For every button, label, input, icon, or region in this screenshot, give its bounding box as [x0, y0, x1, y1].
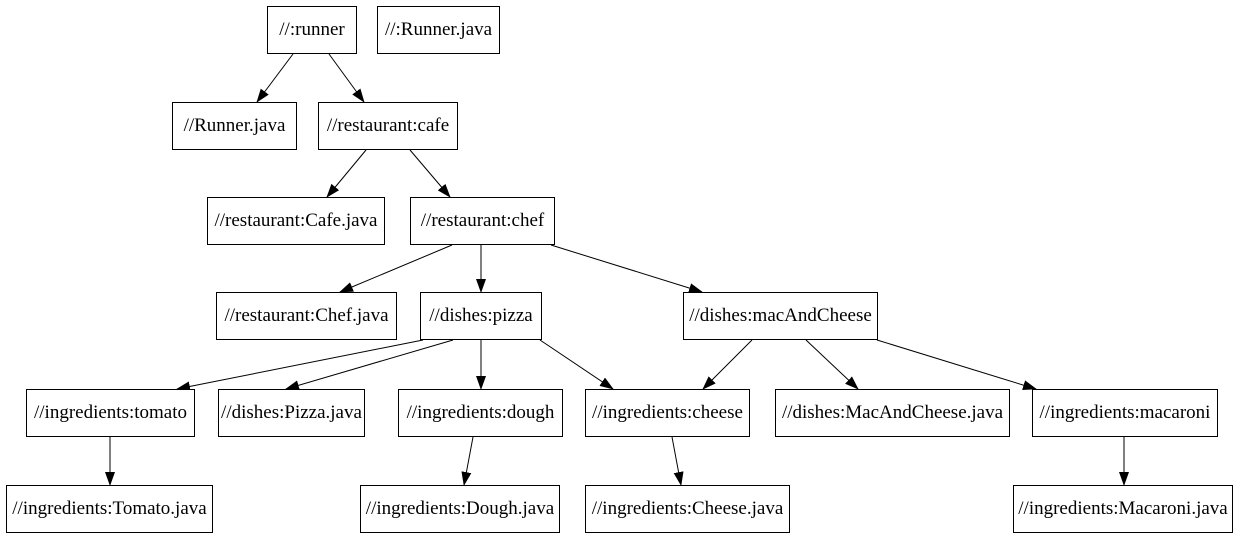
edge-chef-to-chef-java — [339, 244, 453, 293]
node-dishes-mac-and-cheese: //dishes:macAndCheese — [683, 292, 878, 340]
edge-cheese-to-cheese-java — [671, 436, 684, 486]
node-dishes-pizza-java: //dishes:Pizza.java — [218, 389, 365, 437]
node-ingredients-cheese-java: //ingredients:Cheese.java — [585, 485, 790, 533]
node-ingredients-tomato: //ingredients:tomato — [26, 389, 195, 437]
node-restaurant-cafe: //restaurant:cafe — [318, 102, 458, 150]
node-ingredients-cheese: //ingredients:cheese — [585, 389, 750, 437]
node-dishes-mac-and-cheese-java: //dishes:MacAndCheese.java — [775, 389, 1010, 437]
node-restaurant-cafe-java: //restaurant:Cafe.java — [207, 197, 385, 245]
edge-runner-to-runner-java — [256, 53, 294, 103]
edge-cafe-to-chef — [409, 149, 451, 198]
edge-cafe-to-cafe-java — [326, 149, 367, 198]
node-ingredients-tomato-java: //ingredients:Tomato.java — [6, 485, 213, 533]
node-ingredients-macaroni: //ingredients:macaroni — [1032, 389, 1218, 437]
edge-mac-and-cheese-to-mac-and-cheese-java — [805, 339, 859, 390]
node-dishes-pizza: //dishes:pizza — [420, 292, 542, 340]
edge-mac-and-cheese-to-macaroni — [876, 339, 1037, 390]
edge-pizza-to-tomato — [176, 339, 424, 392]
node-runner: //:runner — [267, 6, 357, 54]
edge-runner-to-restaurant-cafe — [328, 53, 365, 103]
node-ingredients-dough: //ingredients:dough — [398, 389, 563, 437]
edge-dough-to-dough-java — [461, 436, 474, 486]
edge-mac-and-cheese-to-cheese — [702, 339, 753, 390]
node-runner-java: //Runner.java — [172, 102, 297, 150]
node-restaurant-chef: //restaurant:chef — [410, 197, 555, 245]
node-ingredients-macaroni-java: //ingredients:Macaroni.java — [1013, 485, 1233, 533]
node-root-runner-java: //:Runner.java — [377, 6, 500, 54]
edge-pizza-to-cheese — [539, 339, 614, 390]
edge-pizza-to-pizza-java — [285, 339, 454, 391]
edge-chef-to-mac-and-cheese — [550, 244, 703, 293]
node-restaurant-chef-java: //restaurant:Chef.java — [216, 292, 397, 340]
node-ingredients-dough-java: //ingredients:Dough.java — [360, 485, 560, 533]
